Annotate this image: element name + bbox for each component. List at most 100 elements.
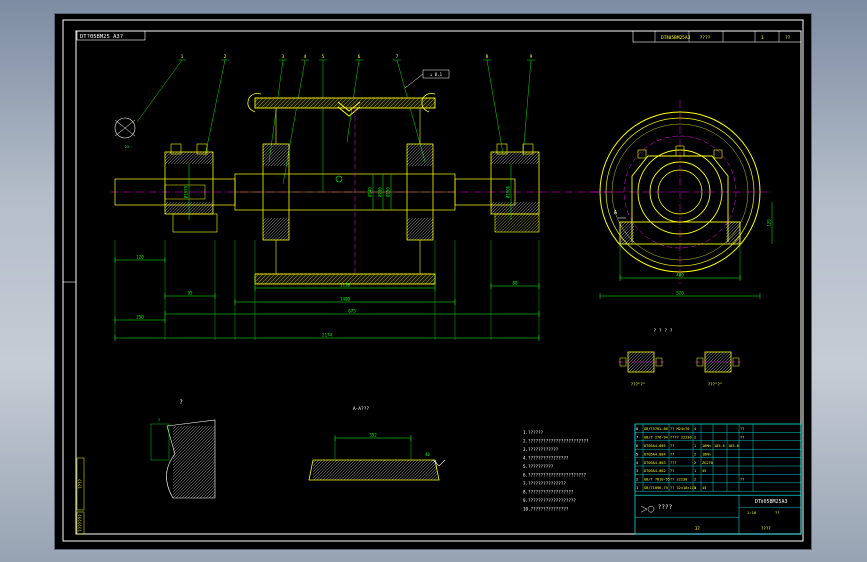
hatch-line [216,152,228,164]
hatch-line [173,426,207,460]
hatch-line [443,460,463,480]
hatch-line [165,202,166,203]
hatch-line [282,233,289,240]
hatch-line [312,274,324,284]
hatch-line [173,426,204,457]
bom-cell: ???? 22230 [670,436,692,440]
hatch-line [219,152,231,164]
hatch-line [184,467,215,498]
hatch-line [733,352,753,372]
hatch-line [432,105,435,108]
hatch-line [212,213,213,214]
hatch-line [173,202,187,214]
hatch-line [173,426,183,436]
hatch-line [520,202,534,214]
hatch-line [301,218,323,240]
section-body [308,459,440,481]
hatch-line [218,426,290,498]
hatch-line [173,426,201,454]
hatch-line [227,426,299,498]
hatch-line [408,274,420,284]
hatch-line [705,352,712,359]
hatch-line [627,237,634,244]
key-detail-dim: 25 [125,144,130,149]
hatch-line [178,461,215,498]
hatch-line [319,460,341,480]
hatch-line [200,152,213,164]
hatch-line [185,202,199,214]
hatch-line [284,274,296,284]
hatch-line [499,202,513,214]
hatch-line [515,214,535,232]
hatch-line [495,214,496,215]
left-bolt-b [196,143,208,155]
hatch-line [720,361,731,372]
hatch-line [368,98,380,108]
hatch-line [364,460,386,480]
bom-cell: 6 [636,444,638,448]
hatch-line [428,277,435,284]
hatch-line [529,154,539,164]
hatch-line [280,274,292,284]
hatch-line [491,202,501,212]
hatch-line [280,98,292,108]
hatch-line [260,426,332,498]
hatch-line [620,222,634,238]
hatch-line [336,274,348,284]
hatch-line [334,460,356,480]
hatch-line [336,98,348,108]
hatch-line [414,221,433,240]
hatch-line [491,152,498,159]
hatch-line [446,460,466,480]
hatch-line [376,274,388,284]
title-total: 37 [695,526,700,531]
hatch-line [307,144,329,166]
bom-cell: ??? [670,461,677,465]
drawing-sheet[interactable]: DT?05BM25 A3?DTⅡ05BM25A3????1???????????… [55,14,811,549]
hatch-line [376,460,398,480]
hatch-line [624,234,634,244]
hatch-line [545,202,557,214]
note-8: 9.??????????????????? [523,498,576,503]
part-label-6: 6 [358,54,361,60]
hatch-line [726,222,739,235]
drum-rim-1 [421,93,436,113]
hatch-line [230,426,302,498]
dim-left-end-label: 250 [136,315,144,320]
bom-cell: DT05A4.003 [644,461,666,465]
hatch-line [173,426,192,445]
part-leader-1 [136,59,183,123]
hatch-line [173,426,210,463]
hatch-line [173,455,215,498]
hatch-line [407,144,426,163]
detail-mark-1: ? [179,399,183,406]
hatch-line [546,214,564,232]
top-name: ???? [700,35,711,41]
hatch-line [621,231,634,244]
hatch-line [202,485,215,498]
hatch-line [748,352,768,372]
hatch-line [448,144,470,166]
hatch-line [646,364,654,372]
hatch-line [538,213,539,214]
hatch-line [451,218,473,240]
hatch-line [348,274,360,284]
hatch-line [173,431,215,475]
key-detail-line-2 [114,119,136,137]
hatch-line [209,210,213,214]
hatch-line [340,274,352,284]
hatch-line [313,460,335,480]
part-label-8: 8 [486,54,489,60]
hatch-line [646,222,668,244]
hatch-line [502,202,516,214]
bom-cell: 2 [694,452,696,456]
pillow-base-hatch-left [620,222,668,244]
hatch-line [367,460,389,480]
bom-cell: 185.6 [728,444,739,448]
hatch-line [203,204,213,214]
hatch-line [279,230,289,240]
hatch-lines [173,426,332,498]
top-left-tag: DT?05BM25 A3? [80,34,123,40]
section-mark-a: A [614,210,617,216]
hatch-line [304,144,326,166]
